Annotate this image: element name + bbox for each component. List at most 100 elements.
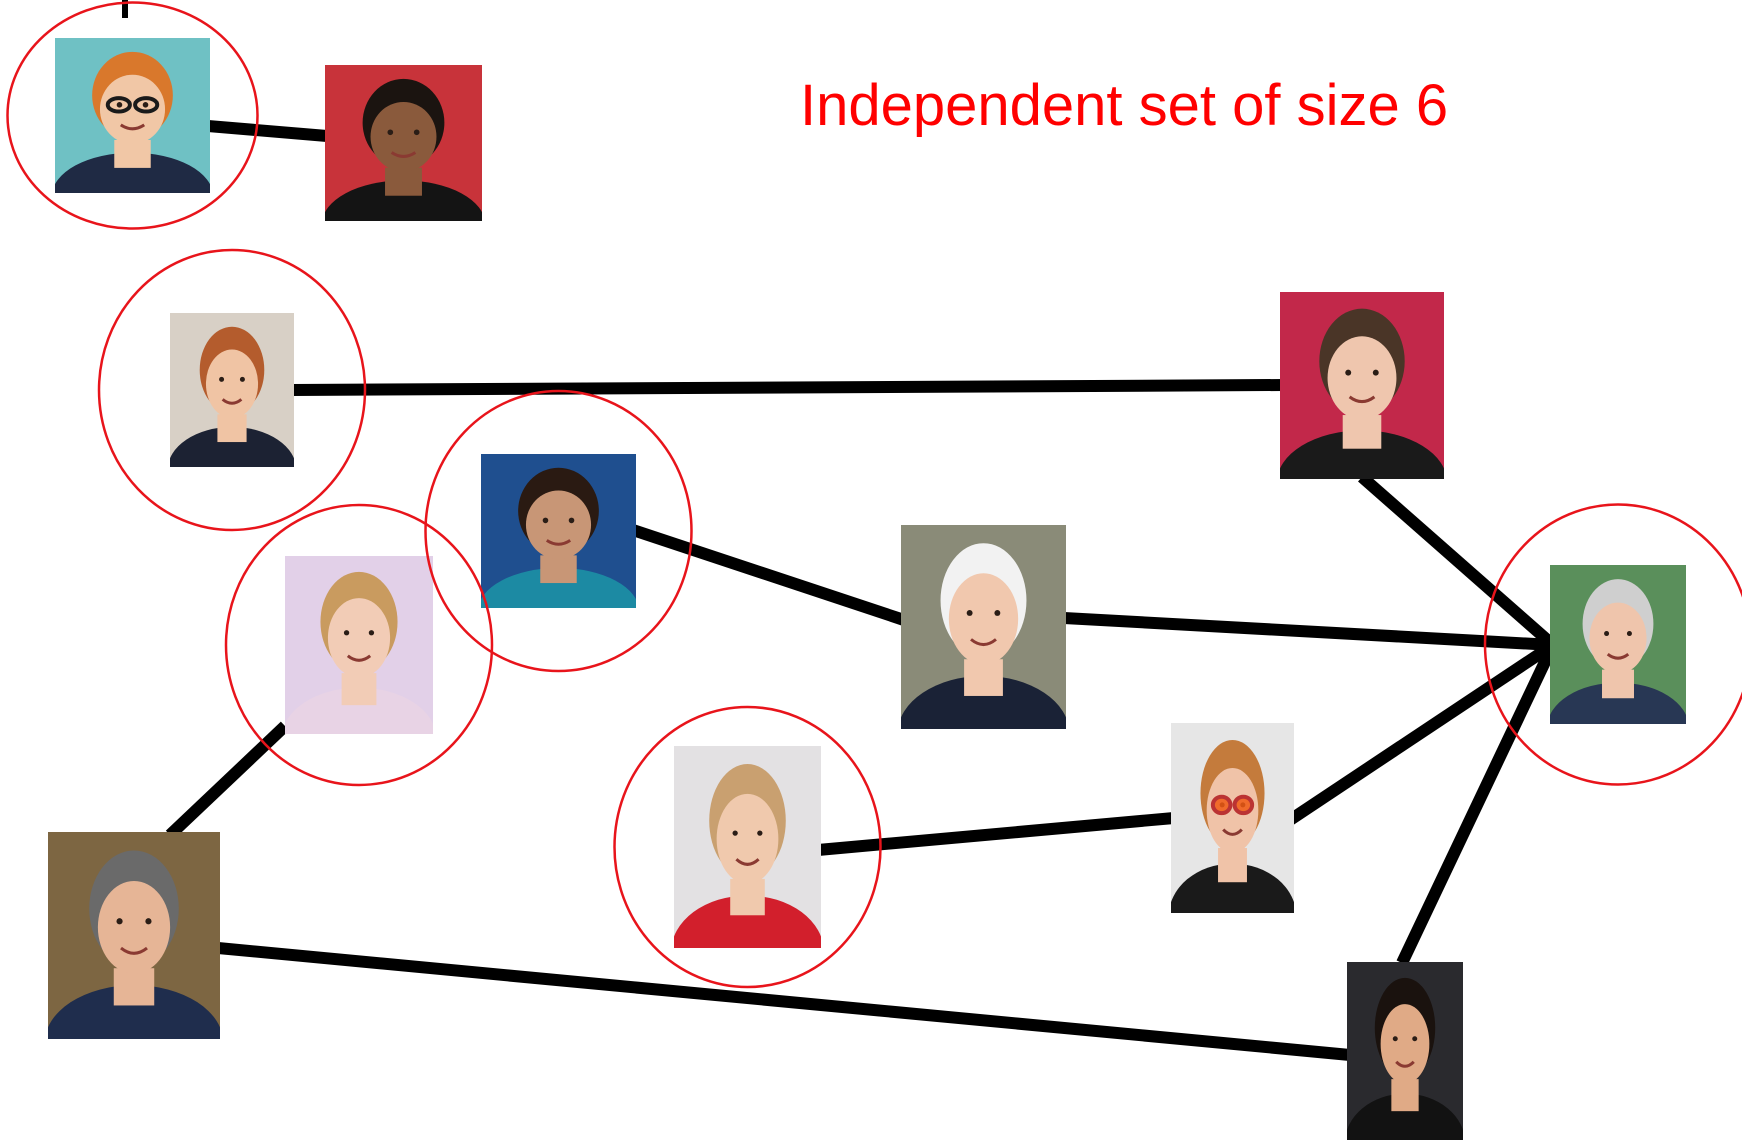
diagram-title: Independent set of size 6	[800, 73, 1449, 138]
selection-ring-p3	[97, 248, 367, 532]
portrait-mouth	[346, 654, 372, 662]
portrait-neck	[114, 139, 151, 168]
portrait-clothing	[1280, 430, 1444, 479]
portrait-mouth	[1606, 652, 1630, 660]
portrait-eye	[542, 517, 549, 524]
portrait-clothing	[325, 180, 482, 221]
portrait-eye	[1345, 369, 1352, 376]
portrait-p10	[1550, 565, 1686, 724]
portrait-p7	[285, 556, 433, 734]
portrait-mouth	[1395, 1060, 1415, 1068]
edge-p7-p11	[165, 721, 290, 840]
portrait-glasses	[1210, 794, 1233, 816]
portrait-eye	[732, 830, 738, 836]
portrait-neck	[1391, 1079, 1419, 1112]
portrait-mouth	[735, 858, 760, 866]
portrait-p12	[1347, 962, 1463, 1140]
edge-p3-p4	[291, 379, 1284, 396]
portrait-mouth	[1222, 828, 1243, 836]
portrait-mouth	[119, 123, 146, 131]
portrait-p6	[901, 525, 1066, 729]
portrait-p3	[170, 313, 294, 467]
portrait-glasses	[105, 96, 132, 114]
portrait-clothing	[901, 675, 1066, 729]
portrait-p5	[481, 454, 636, 608]
portrait-neck	[1342, 415, 1382, 449]
edge-p1-p2	[207, 120, 328, 142]
portrait-eye	[116, 918, 123, 925]
edge-p12-p10	[1396, 642, 1559, 966]
portrait-clothing	[170, 426, 294, 467]
portrait-clothing	[1347, 1093, 1463, 1140]
portrait-neck	[540, 555, 577, 584]
portrait-neck	[1218, 848, 1247, 883]
portrait-eye	[116, 102, 123, 108]
portrait-clothing	[674, 895, 821, 948]
portrait-eye	[387, 129, 394, 136]
portrait-face	[1380, 1004, 1430, 1084]
portrait-clothing	[481, 567, 636, 608]
portrait-eye	[142, 102, 149, 108]
edge-p6-p10	[1063, 612, 1554, 651]
portrait-face	[525, 490, 592, 560]
portrait-eye	[413, 129, 420, 136]
portrait-face	[948, 573, 1019, 665]
portrait-clothing	[1171, 863, 1294, 913]
portrait-mouth	[390, 151, 417, 158]
portrait-p1	[55, 38, 210, 193]
portrait-face	[716, 793, 779, 885]
portrait-face	[205, 349, 259, 419]
portrait-clothing	[55, 152, 210, 193]
portrait-p4	[1280, 292, 1444, 479]
portrait-mouth	[120, 946, 148, 955]
portrait-face	[370, 101, 437, 172]
portrait-eye	[343, 630, 350, 636]
portrait-neck	[113, 968, 155, 1006]
portrait-face	[1327, 336, 1397, 420]
portrait-eye	[239, 376, 245, 382]
portrait-glasses	[1232, 794, 1255, 816]
portrait-neck	[964, 659, 1003, 696]
portrait-mouth	[1348, 395, 1376, 404]
portrait-neck	[385, 167, 422, 196]
portrait-clothing	[285, 687, 433, 734]
selection-ring-p10	[1483, 503, 1742, 786]
portrait-mouth	[221, 398, 243, 405]
portrait-p8	[674, 746, 821, 948]
portrait-eye	[1372, 369, 1379, 376]
portrait-p11	[48, 832, 220, 1039]
nodes-layer	[48, 38, 1686, 1140]
edge-p11-p12	[217, 942, 1351, 1061]
selection-ring-p8	[613, 705, 882, 989]
portrait-eye	[368, 630, 375, 636]
portrait-face	[1589, 602, 1647, 674]
portrait-p9	[1171, 723, 1294, 913]
portrait-neck	[217, 414, 247, 443]
portrait-neck	[1602, 669, 1634, 699]
portrait-eye	[1412, 1036, 1418, 1042]
portrait-eye	[568, 517, 575, 524]
portrait-eye	[1604, 631, 1610, 637]
edge-p8-p9	[817, 812, 1175, 856]
portrait-neck	[730, 878, 765, 916]
portrait-face	[327, 598, 391, 678]
selection-ring-p5	[424, 389, 693, 673]
portrait-eye	[966, 609, 973, 616]
edges-layer	[122, 0, 1559, 1061]
selection-ring-p7	[224, 503, 494, 787]
portrait-eye	[219, 376, 225, 382]
portrait-eye	[145, 918, 152, 925]
portrait-face	[1206, 767, 1259, 853]
portrait-face	[99, 74, 166, 144]
selection-rings-layer	[6, 1, 1742, 989]
edge-p9-p10	[1286, 640, 1557, 825]
edge-p4-p10	[1358, 472, 1557, 650]
portrait-eye	[994, 609, 1001, 616]
portrait-face	[97, 881, 171, 974]
portrait-p2	[325, 65, 482, 221]
portrait-clothing	[48, 985, 220, 1039]
portrait-mouth	[970, 638, 997, 647]
portrait-glasses	[133, 96, 160, 114]
